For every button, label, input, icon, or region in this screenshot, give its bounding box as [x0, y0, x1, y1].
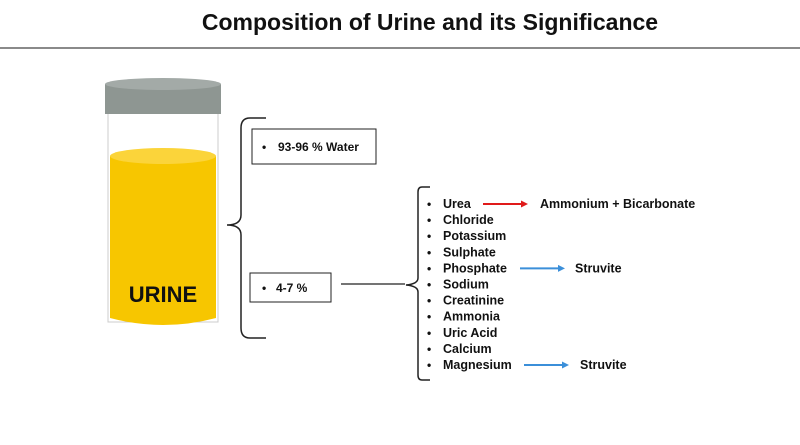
urine-jar: URINE	[105, 78, 221, 325]
component-name: Sulphate	[443, 245, 496, 259]
bullet: •	[427, 197, 431, 211]
component-item: • Urea Ammonium + Bicarbonate	[427, 197, 695, 211]
arrow-head-icon	[562, 361, 569, 369]
component-item: • Calcium	[427, 342, 492, 356]
page-title: Composition of Urine and its Significanc…	[202, 9, 658, 35]
water-box: • 93-96 % Water	[251, 128, 377, 165]
bullet: •	[427, 245, 431, 259]
jar-label: URINE	[129, 282, 197, 307]
component-name: Calcium	[443, 342, 492, 356]
solids-box: • 4-7 %	[249, 272, 332, 303]
jar-lid-top	[105, 78, 221, 90]
water-text: 93-96 % Water	[278, 140, 359, 154]
bullet: •	[427, 278, 431, 292]
component-name: Potassium	[443, 229, 506, 243]
bullet: •	[427, 342, 431, 356]
component-item: • Sodium	[427, 278, 489, 292]
bullet: •	[427, 213, 431, 227]
component-item: • Creatinine	[427, 294, 504, 308]
water-bullet: •	[262, 140, 266, 154]
component-name: Magnesium	[443, 358, 512, 372]
bullet: •	[427, 261, 431, 275]
component-name: Creatinine	[443, 294, 504, 308]
solids-text: 4-7 %	[276, 281, 308, 295]
component-name: Urea	[443, 197, 472, 211]
bullet: •	[427, 326, 431, 340]
component-name: Ammonia	[443, 310, 501, 324]
bullet: •	[427, 310, 431, 324]
solids-bullet: •	[262, 281, 266, 295]
arrow-head-icon	[521, 200, 528, 208]
component-name: Uric Acid	[443, 326, 497, 340]
components-list: • Urea Ammonium + Bicarbonate • Chloride • Pot…	[427, 197, 695, 372]
component-name: Sodium	[443, 278, 489, 292]
component-name: Chloride	[443, 213, 494, 227]
liquid-surface	[110, 148, 216, 164]
jar-liquid	[110, 156, 216, 325]
component-item: • Potassium	[427, 229, 506, 243]
components-brace	[405, 186, 430, 381]
arrow-head-icon	[558, 264, 565, 272]
component-item: • Magnesium Struvite	[427, 358, 627, 372]
component-product: Struvite	[580, 358, 627, 372]
bullet: •	[427, 294, 431, 308]
component-name: Phosphate	[443, 261, 507, 275]
component-item: • Ammonia	[427, 310, 501, 324]
component-item: • Uric Acid	[427, 326, 497, 340]
component-product: Ammonium + Bicarbonate	[540, 197, 695, 211]
main-brace	[226, 117, 266, 339]
component-item: • Phosphate Struvite	[427, 261, 622, 275]
component-item: • Sulphate	[427, 245, 496, 259]
bullet: •	[427, 229, 431, 243]
bullet: •	[427, 358, 431, 372]
component-product: Struvite	[575, 261, 622, 275]
component-item: • Chloride	[427, 213, 494, 227]
